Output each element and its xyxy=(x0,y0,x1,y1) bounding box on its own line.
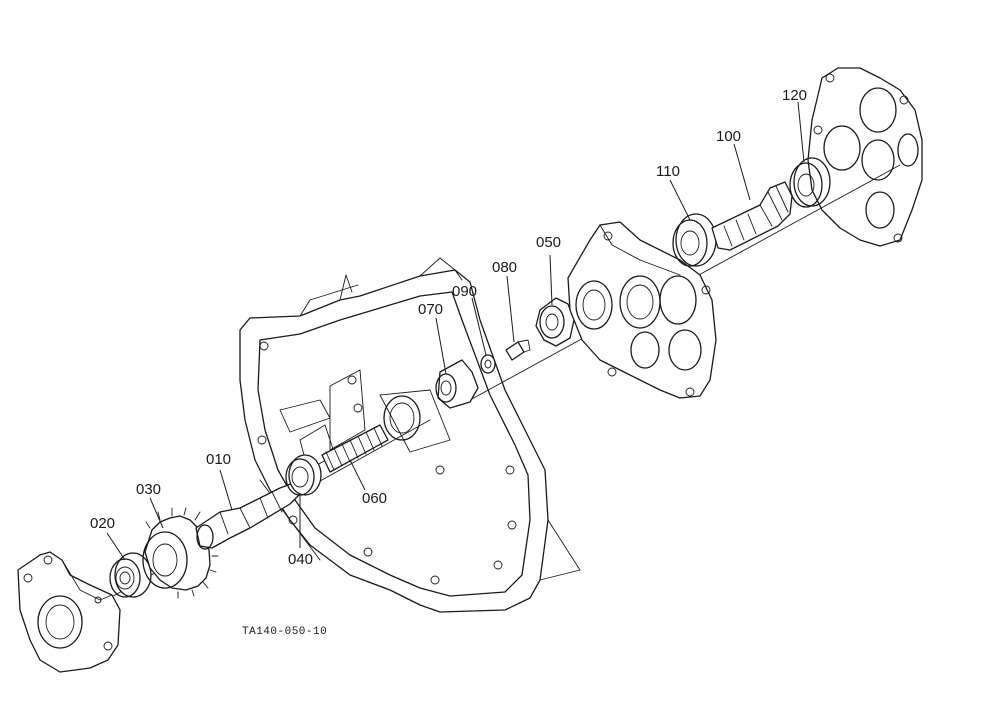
spring-060 xyxy=(321,424,389,473)
bearing-120 xyxy=(789,157,831,208)
callout-030: 030 xyxy=(136,481,161,498)
callout-020: 020 xyxy=(90,515,115,532)
bearing-020 xyxy=(109,552,152,598)
callout-120: 120 xyxy=(782,87,807,104)
gear-030 xyxy=(142,507,219,599)
callout-labels: 010 020 030 040 050 060 070 080 090 100 … xyxy=(90,87,807,568)
bolt-080 xyxy=(505,339,531,361)
intermediate-plate xyxy=(567,221,717,399)
callout-080: 080 xyxy=(492,259,517,276)
callout-070: 070 xyxy=(418,301,443,318)
callout-100: 100 xyxy=(716,128,741,145)
shaft-010 xyxy=(195,481,301,550)
leader-lines xyxy=(106,101,805,561)
callout-110: 110 xyxy=(656,163,680,180)
callout-010: 010 xyxy=(206,451,231,468)
bearing-110 xyxy=(672,213,717,267)
figure-code: TA140-050-10 xyxy=(242,626,327,638)
callout-040: 040 xyxy=(288,551,313,568)
pinion-shaft-100 xyxy=(711,181,793,251)
rear-housing xyxy=(807,67,923,247)
callout-050: 050 xyxy=(536,234,561,251)
collar-070 xyxy=(435,359,479,409)
gear-050 xyxy=(535,297,575,347)
washer-090 xyxy=(480,354,496,374)
callout-090: 090 xyxy=(452,283,477,300)
callout-060: 060 xyxy=(362,490,387,507)
front-cover-plate xyxy=(17,551,121,673)
